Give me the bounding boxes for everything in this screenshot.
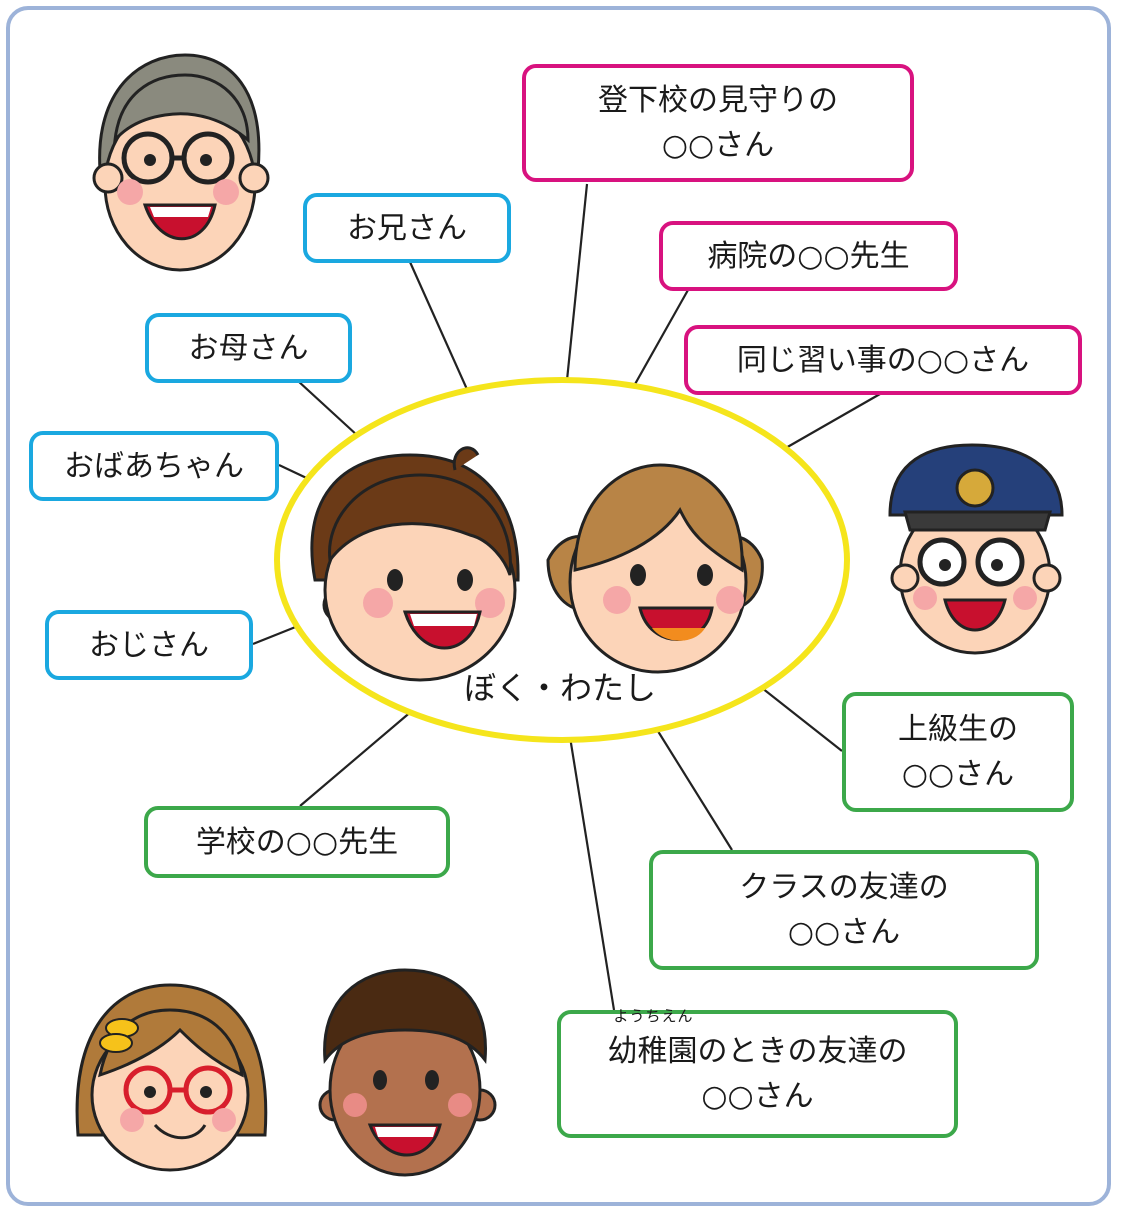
node-gakkou: 学校の○○先生 [144, 806, 450, 878]
youchien-rest: のときの友達の [697, 1034, 908, 1069]
boy-icon [310, 446, 520, 682]
node-byouin-label: 病院の○○先生 [707, 238, 910, 274]
node-ojisan-label: おじさん [89, 627, 209, 663]
youchien-kanji: 幼稚園 [607, 1034, 698, 1069]
node-obaachan: おばあちゃん [29, 431, 279, 501]
node-byouin: 病院の○○先生 [659, 221, 958, 291]
girl-with-pigtails-icon [546, 463, 764, 674]
node-gakkou-label: 学校の○○先生 [195, 824, 399, 860]
node-class-line1: クラスの友達の [739, 870, 949, 905]
connector-okaasan [297, 380, 359, 437]
youchien-kanji-with-ruby: ようちえん 幼稚園 [607, 1009, 698, 1074]
connector-ojisan [252, 624, 299, 646]
connector-naraigoto [783, 393, 881, 450]
node-joukyuusei: 上級生の ○○さん [842, 692, 1074, 812]
node-ojisan: おじさん [45, 610, 253, 680]
node-obaachan-label: おばあちゃん [64, 448, 244, 484]
node-oniisan: お兄さん [303, 193, 511, 263]
girl-with-red-glasses-icon [75, 983, 268, 1172]
node-class-line2: ○○さん [787, 915, 901, 950]
connector-oniisan [408, 261, 472, 397]
node-mimamori: 登下校の見守りの ○○さん [522, 64, 914, 182]
man-with-glasses-icon [92, 53, 270, 272]
node-youchien: ようちえん 幼稚園 のときの友達の ○○さん [557, 1009, 958, 1138]
connector-joukyuusei [761, 687, 843, 752]
node-naraigoto-label: 同じ習い事の○○さん [736, 342, 1030, 378]
connector-mimamori [564, 183, 589, 391]
node-oniisan-label: お兄さん [347, 210, 467, 246]
node-joukyuusei-line2: ○○さん [901, 757, 1015, 792]
node-youchien-line1: ようちえん 幼稚園 のときの友達の [607, 1009, 908, 1074]
connector-byouin [629, 289, 689, 394]
youchien-ruby: ようちえん [613, 1007, 694, 1025]
node-okaasan: お母さん [145, 313, 352, 383]
connector-class [655, 727, 733, 851]
node-mimamori-line1: 登下校の見守りの [598, 83, 838, 118]
node-class: クラスの友達の ○○さん [649, 850, 1039, 970]
center-label: ぼく・わたし [463, 669, 656, 707]
node-mimamori-line2: ○○さん [661, 128, 775, 163]
connector-gakkou [299, 709, 414, 807]
node-okaasan-label: お母さん [188, 330, 309, 366]
node-joukyuusei-line1: 上級生の [898, 712, 1018, 747]
police-officer-icon [888, 443, 1064, 655]
connector-youchien [568, 736, 616, 1011]
node-naraigoto: 同じ習い事の○○さん [684, 325, 1082, 395]
node-youchien-line2: ○○さん [701, 1079, 814, 1114]
curly-haired-boy-icon [318, 968, 497, 1177]
